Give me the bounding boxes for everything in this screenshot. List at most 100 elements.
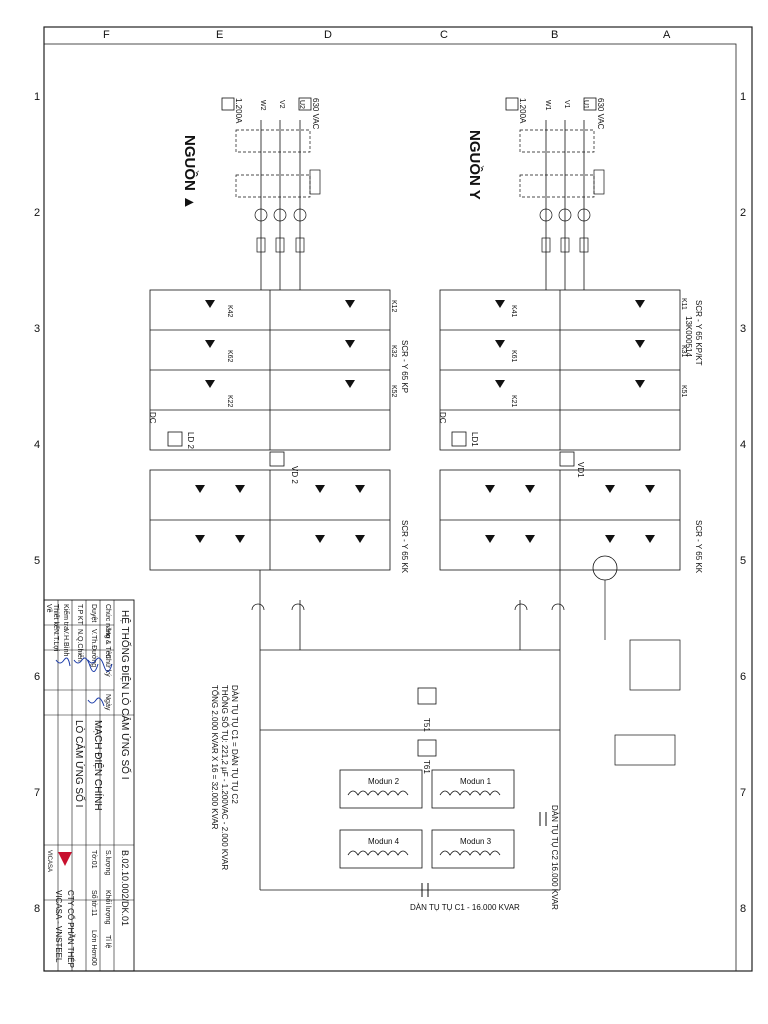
capacitor-bank-symbols: [421, 812, 547, 897]
coil-icon: [439, 790, 501, 796]
col-marker: A: [663, 29, 671, 41]
cap-bank-c2-label: DÀN TỤ TỤ C2 16.000 KVAR: [550, 805, 559, 910]
col-marker: D: [324, 29, 332, 41]
source-right-phase: U1: [582, 100, 589, 109]
row-marker: 2: [34, 207, 40, 219]
title-header: Chức năng: [104, 604, 111, 639]
vd-left-meter-icon: [269, 451, 285, 467]
thyristor-tag: K22: [226, 395, 233, 408]
source-right-title: NGUỒN Y: [466, 130, 484, 200]
load-bus-lines: [259, 570, 561, 891]
fuse-icon: [579, 237, 589, 253]
row-markers-right: 1 2 3 4 5 6 7 8: [740, 91, 746, 915]
sheets-label: Số tờ:11: [90, 890, 99, 916]
vd-left-label: VD 2: [290, 466, 299, 484]
signature-icon: [87, 657, 113, 672]
thyristor-tag: K62: [226, 350, 233, 363]
title-block-text: Chức năng Họ & Tên Chữ ký Ngày Duyệt V.T…: [45, 604, 133, 968]
module-box: [431, 829, 515, 869]
row-marker: 1: [740, 91, 746, 103]
transformer-t51-label: T51: [422, 718, 431, 732]
role-label: Kiểm tra: [62, 604, 70, 630]
thyristor-tags-right: K11 K31 K51 K41 K61 K21: [510, 298, 687, 408]
vd-right-meter-icon: [559, 451, 575, 467]
thyristor-tag: K21: [510, 395, 517, 408]
source-right-phase: W1: [544, 100, 551, 111]
drawing-title: MẠCH ĐIỆN CHÍNH: [92, 720, 105, 811]
source-left-phase: W2: [259, 100, 266, 111]
module-box: [431, 769, 515, 809]
right-code-label: 13K000514: [684, 316, 693, 357]
ct-icon: [254, 208, 268, 222]
col-marker: C: [440, 29, 448, 41]
row-marker: 8: [34, 903, 40, 915]
sheet-label: Tờ:01: [90, 850, 97, 869]
thyristor-tag: K41: [510, 305, 517, 318]
thyristor-tag: K51: [680, 385, 687, 398]
company-line2: VICASA - VNSTEEL: [54, 890, 63, 963]
transformer-t61-label: T61: [422, 760, 431, 774]
ct-icon: [293, 208, 307, 222]
cap-note-line2: THÔNG SỐ TỤ: 221,2 µF - 1.200VAC - 2.000…: [220, 685, 230, 870]
inverter-left: [149, 469, 391, 571]
thyristor-tag: K31: [680, 345, 687, 358]
relay-icon: [593, 169, 605, 195]
role-label: T.P KT: [76, 604, 83, 626]
drawing-subtitle: LÒ CẢM ỨNG SỐ I: [73, 720, 87, 807]
thyristor-tag: K12: [390, 300, 397, 313]
dc-right-label: DC: [438, 412, 447, 424]
signature-icon: [73, 657, 99, 672]
fuse-icon: [256, 237, 266, 253]
ammeter-icon: [505, 97, 519, 111]
row-marker: 7: [740, 787, 746, 799]
cap-bank-c1-label: DÀN TỤ TỤ C1 - 16.000 KVAR: [410, 903, 520, 912]
module-label: Modun 4: [368, 837, 400, 846]
source-left-block: NGUỒN ▲ 630 VAC 1.200A U2 V2 W2: [181, 97, 321, 290]
thyristor-tags-left: K12 K32 K52 K42 K62 K22: [226, 300, 397, 408]
drawing-number: B.02.10.002/DK.01: [120, 850, 130, 926]
ld-right-meter-icon: [451, 431, 467, 447]
ct-icon: [577, 208, 591, 222]
source-left-voltage: 630 VAC: [311, 98, 320, 130]
ct-icon: [539, 208, 553, 222]
fuse-icon: [295, 237, 305, 253]
company-logo-icon: [58, 852, 72, 866]
induction-modules: Modun 1 Modun 2 Modun 3 Modun 4: [339, 769, 515, 869]
thyristor-tag: K61: [510, 350, 517, 363]
module-label: Modun 3: [460, 837, 492, 846]
fuse-icon: [275, 237, 285, 253]
breaker-icon: [519, 129, 595, 153]
ld-right-label: LD1: [470, 432, 479, 447]
col-marker: E: [216, 29, 223, 41]
role-name: N.Q.Chiến: [76, 629, 85, 662]
module-label: Modun 2: [368, 777, 400, 786]
source-left-current: 1.200A: [234, 98, 243, 124]
row-marker: 3: [34, 323, 40, 335]
fuse-icon: [560, 237, 570, 253]
row-marker: 4: [740, 439, 746, 451]
ld-left-meter-icon: [167, 431, 183, 447]
column-markers: F E D C B A: [103, 29, 671, 41]
row-marker: 5: [740, 555, 746, 567]
link-arcs: [251, 603, 565, 611]
ct-icon: [273, 208, 287, 222]
right-kk-label: SCR - Y 65 KK: [694, 520, 703, 574]
source-right-phase: V1: [563, 100, 570, 109]
left-kk-label: SCR - Y 65 KK: [400, 520, 409, 574]
dc-left-label: DC: [148, 412, 157, 424]
mass-header: Khối lượng: [104, 890, 113, 925]
source-left-title: NGUỒN ▲: [181, 135, 199, 210]
breaker-icon: [235, 129, 311, 153]
thyristor-tag: K11: [680, 298, 687, 310]
ct-icon: [558, 208, 572, 222]
left-kp-label: SCR - Y 65 KP: [400, 340, 409, 393]
coil-icon: [347, 790, 409, 796]
role-name: V.H.Bình: [62, 629, 69, 656]
row-markers: 1 2 3 4 5 6 7 8: [34, 91, 40, 915]
coil-icon: [347, 850, 409, 856]
role-name: N.T.Lợi: [52, 629, 59, 652]
ld-left-label: LD 2: [186, 432, 195, 449]
signature-icon: [55, 657, 71, 667]
title-header: Họ & Tên: [104, 629, 111, 659]
